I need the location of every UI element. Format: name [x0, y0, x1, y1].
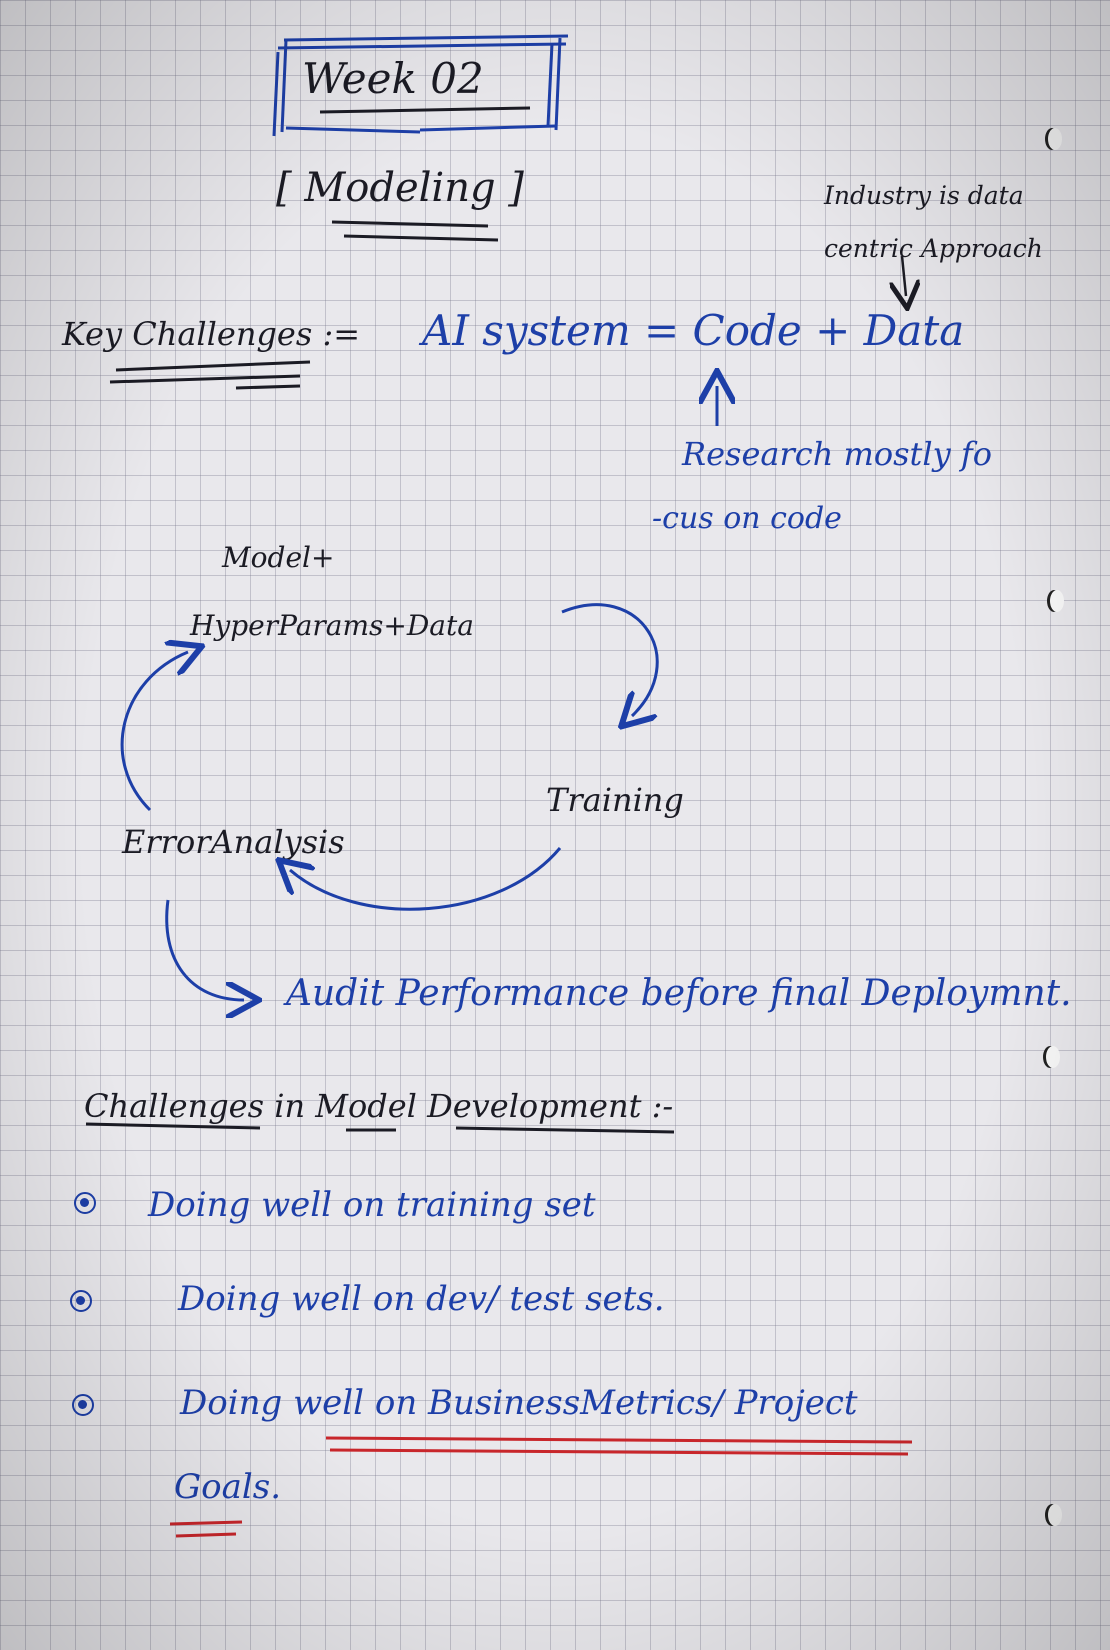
key-challenges-underline [109, 360, 311, 390]
research-note-line1: Research mostly fo [682, 435, 992, 473]
week-underline [319, 106, 531, 114]
challenge-item-3: Doing well on BusinessMetrics/ Project [180, 1383, 858, 1423]
audit-arrow [165, 899, 244, 1000]
cycle-model-line1: Model+ [222, 541, 335, 574]
challenge-item-3-continuation: Goals. [174, 1467, 282, 1507]
cycle-error-analysis: ErrorAnalysis [122, 823, 345, 861]
cycle-arrow-to-training [561, 603, 659, 716]
bullet-icon [70, 1290, 92, 1312]
topic-title: [ Modeling ] [276, 165, 524, 211]
week-box [272, 34, 569, 137]
audit-note: Audit Performance before final Deploymnt… [286, 973, 1072, 1014]
research-note-line2: -cus on code [652, 501, 842, 536]
industry-arrow [902, 255, 906, 296]
ai-system-equation: AI system = Code + Data [422, 306, 965, 355]
modeling-underline [331, 220, 499, 242]
cycle-arrow-to-model [120, 652, 188, 812]
punch-hole [1046, 1046, 1060, 1068]
punch-hole [1050, 590, 1064, 612]
challenges-heading: Challenges in Model Development :- [84, 1087, 674, 1125]
cycle-training: Training [546, 781, 684, 819]
punch-hole [1048, 1504, 1062, 1526]
bullet-icon [72, 1394, 94, 1416]
punch-hole [1048, 128, 1062, 150]
challenge-item-1: Doing well on training set [148, 1185, 596, 1225]
bullet-icon [74, 1192, 96, 1214]
key-challenges-label: Key Challenges := [62, 315, 361, 353]
week-title: Week 02 [302, 54, 484, 103]
cycle-arrow-to-error [290, 847, 562, 911]
industry-note-line2: centric Approach [824, 234, 1043, 263]
challenge-item-2: Doing well on dev/ test sets. [178, 1279, 665, 1319]
item3-red-underline [169, 1436, 913, 1538]
challenges-underline [85, 1122, 675, 1134]
cycle-model-line2: HyperParams+Data [190, 609, 474, 642]
industry-note-line1: Industry is data [824, 181, 1024, 210]
